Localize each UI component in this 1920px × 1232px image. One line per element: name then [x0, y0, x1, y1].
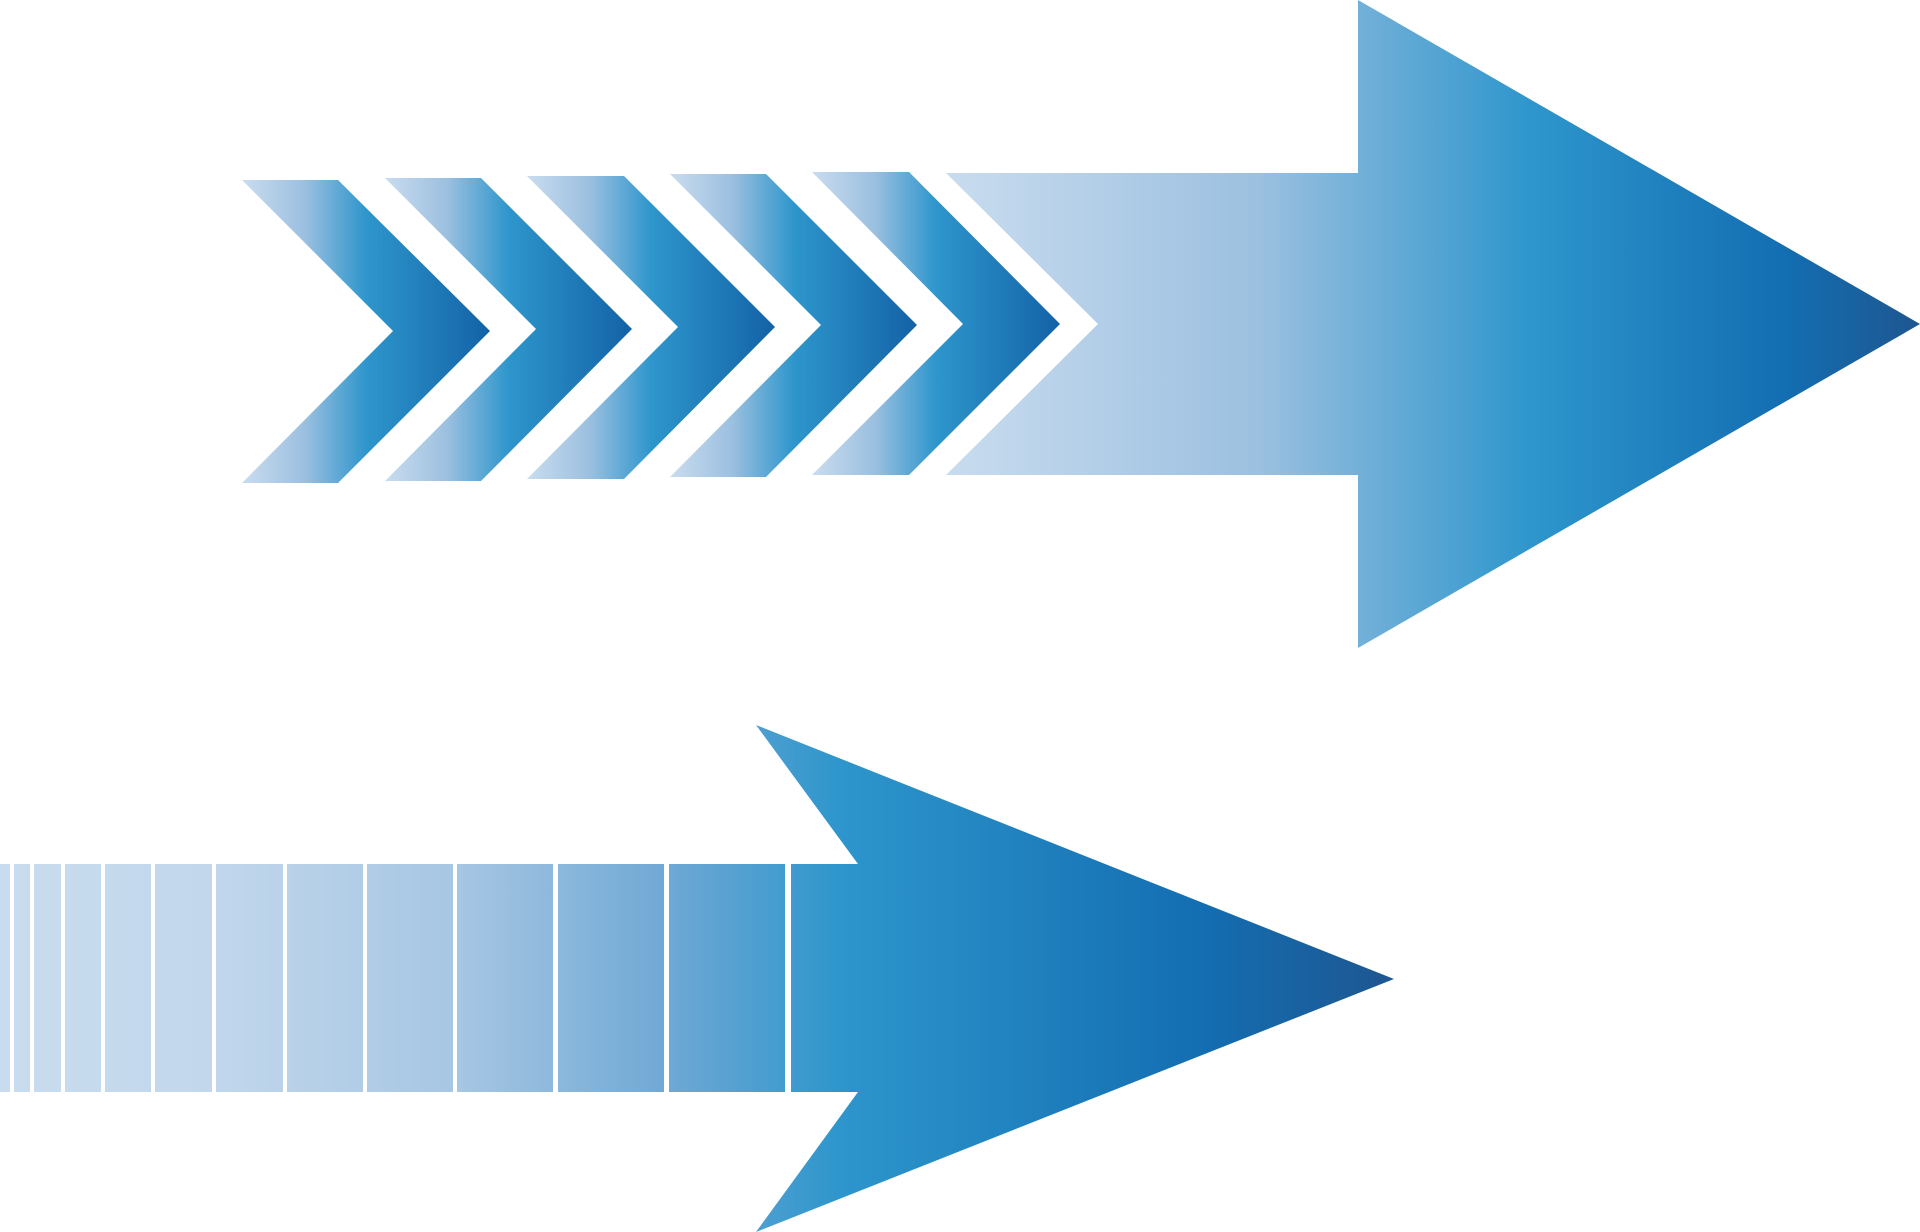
stripe-gap	[785, 860, 791, 1096]
stripe-gap	[553, 860, 558, 1096]
chevron-5	[812, 172, 1060, 475]
stripe-gap	[212, 860, 216, 1096]
stripe-gap	[283, 860, 287, 1096]
stripe-gap	[664, 860, 669, 1096]
chevron-2	[385, 178, 632, 481]
chevron-arrow-head	[946, 0, 1920, 648]
stripe-gap	[30, 860, 34, 1096]
stripe-gap	[61, 860, 65, 1096]
stripe-gap	[10, 860, 14, 1096]
stripe-gap	[151, 860, 155, 1096]
stripe-gap	[363, 860, 367, 1096]
striped-tail-arrow-body	[0, 725, 1394, 1232]
striped-tail-arrow	[0, 725, 1394, 1232]
chevron-3	[527, 176, 775, 479]
chevron-1	[242, 180, 490, 483]
stripe-separators	[10, 860, 791, 1096]
chevron-4	[670, 174, 917, 477]
chevron-arrow	[242, 0, 1920, 648]
stripe-gap	[453, 860, 457, 1096]
stripe-gap	[101, 860, 105, 1096]
